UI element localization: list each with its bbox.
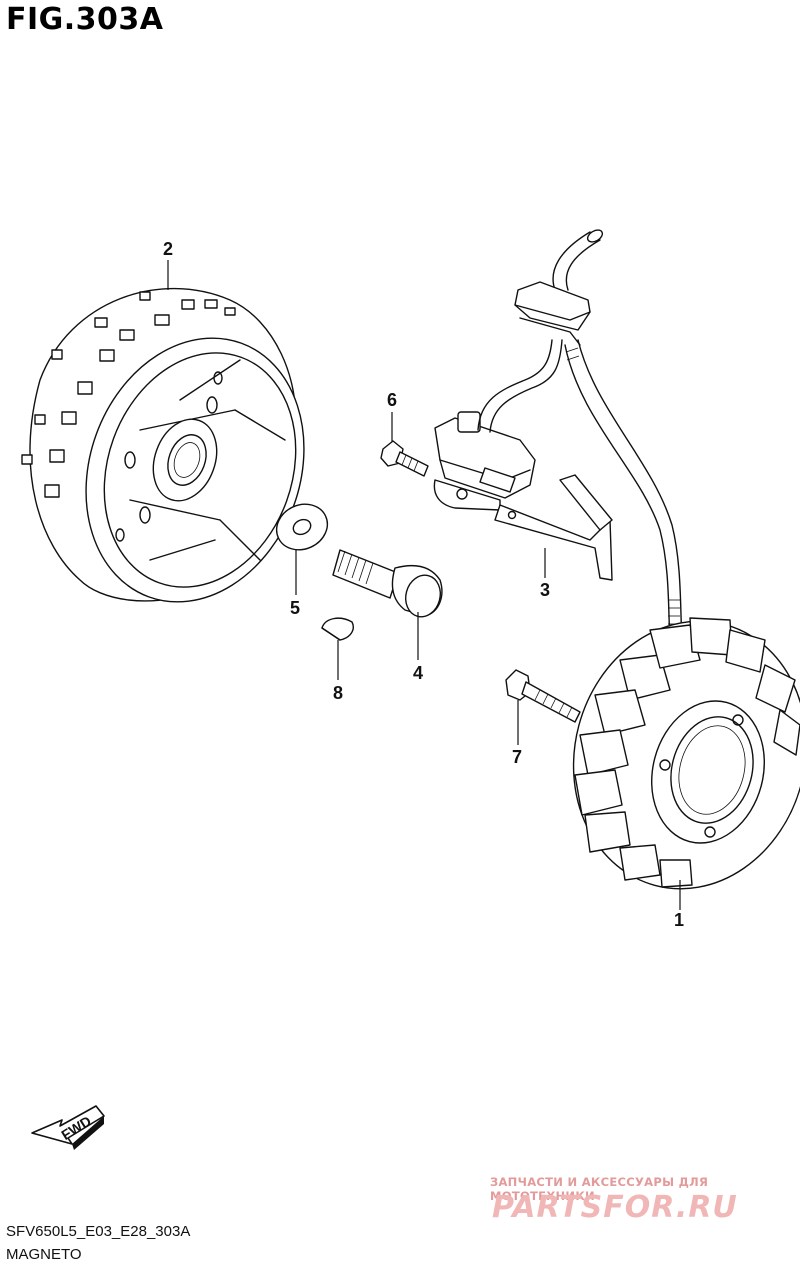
- watermark-tagline: ЗАПЧАСТИ И АКСЕССУАРЫ ДЛЯ МОТОТЕХНИКИ: [490, 1175, 709, 1203]
- part-number-sensor-bracket: 3: [540, 580, 550, 600]
- figure-title: FIG.303A: [6, 2, 164, 37]
- sensor-bracket-drawing[interactable]: [433, 339, 613, 581]
- key-drawing[interactable]: [321, 617, 354, 641]
- wire-harness-drawing: [514, 229, 683, 641]
- section-name: MAGNETO: [6, 1246, 82, 1263]
- part-number-stator: 1: [674, 910, 684, 930]
- watermark-logo: PARTSFOR.RU: [492, 1190, 738, 1225]
- forward-direction-arrow: FWD: [31, 1105, 105, 1150]
- rotor-bolt-drawing[interactable]: [332, 549, 445, 621]
- part-number-key: 8: [333, 683, 343, 703]
- part-number-washer: 5: [290, 598, 300, 618]
- part-number-stator-bolt: 7: [512, 747, 522, 767]
- stator-drawing[interactable]: [544, 595, 800, 915]
- part-number-sensor-screw: 6: [387, 390, 397, 410]
- rotor-drawing[interactable]: [21, 287, 340, 633]
- leader-lines: [167, 260, 681, 910]
- sensor-screw-drawing[interactable]: [380, 440, 429, 477]
- reference-code: SFV650L5_E03_E28_303A: [6, 1223, 191, 1240]
- part-number-rotor: 2: [163, 239, 173, 259]
- stator-bolt-drawing[interactable]: [505, 669, 581, 723]
- part-number-rotor-bolt: 4: [413, 663, 423, 683]
- washer-drawing[interactable]: [269, 496, 335, 558]
